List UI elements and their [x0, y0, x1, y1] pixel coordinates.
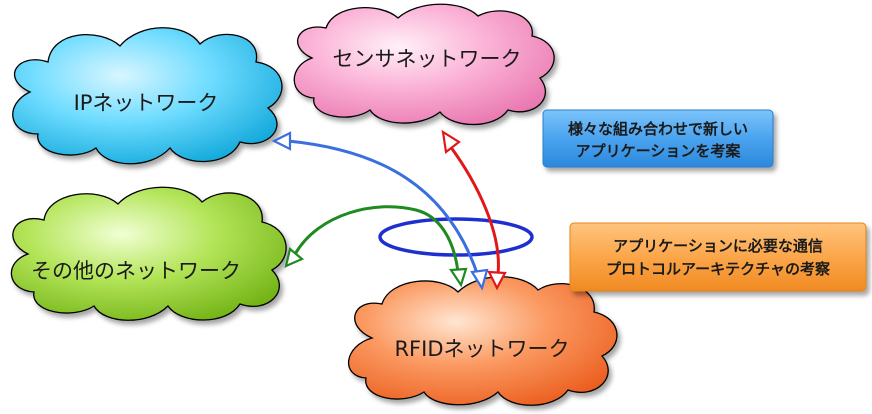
- cloud-rfid-network: RFIDネットワーク: [348, 276, 618, 406]
- cloud-ip-label: IPネットワーク: [74, 91, 219, 115]
- integration-ring: [378, 217, 534, 257]
- box-protocol-architecture: アプリケーションに必要な通信 プロトコルアーキテクチャの考察: [569, 222, 867, 292]
- box-protocol-line2: プロトコルアーキテクチャの考察: [606, 260, 831, 278]
- arrow-red-sensor-rfid: [441, 129, 507, 291]
- cloud-rfid-label: RFIDネットワーク: [394, 337, 569, 361]
- arrow-green-other-rfid: [284, 205, 468, 288]
- cloud-sensor-label: センサネットワーク: [333, 47, 522, 71]
- cloud-sensor-network: センサネットワーク: [293, 3, 555, 126]
- cloud-other-network: その他のネットワーク: [10, 186, 287, 321]
- box-protocol-line1: アプリケーションに必要な通信: [613, 237, 823, 255]
- arrow-blue-ip-rfid: [271, 131, 489, 291]
- cloud-other-label: その他のネットワーク: [31, 259, 241, 283]
- box-new-applications: 様々な組み合わせで新しい アプリケーションを考案: [542, 109, 774, 168]
- box-apps-line1: 様々な組み合わせで新しい: [568, 120, 748, 138]
- box-apps-line2: アプリケーションを考案: [576, 142, 742, 160]
- cloud-ip-network: IPネットワーク: [12, 27, 283, 165]
